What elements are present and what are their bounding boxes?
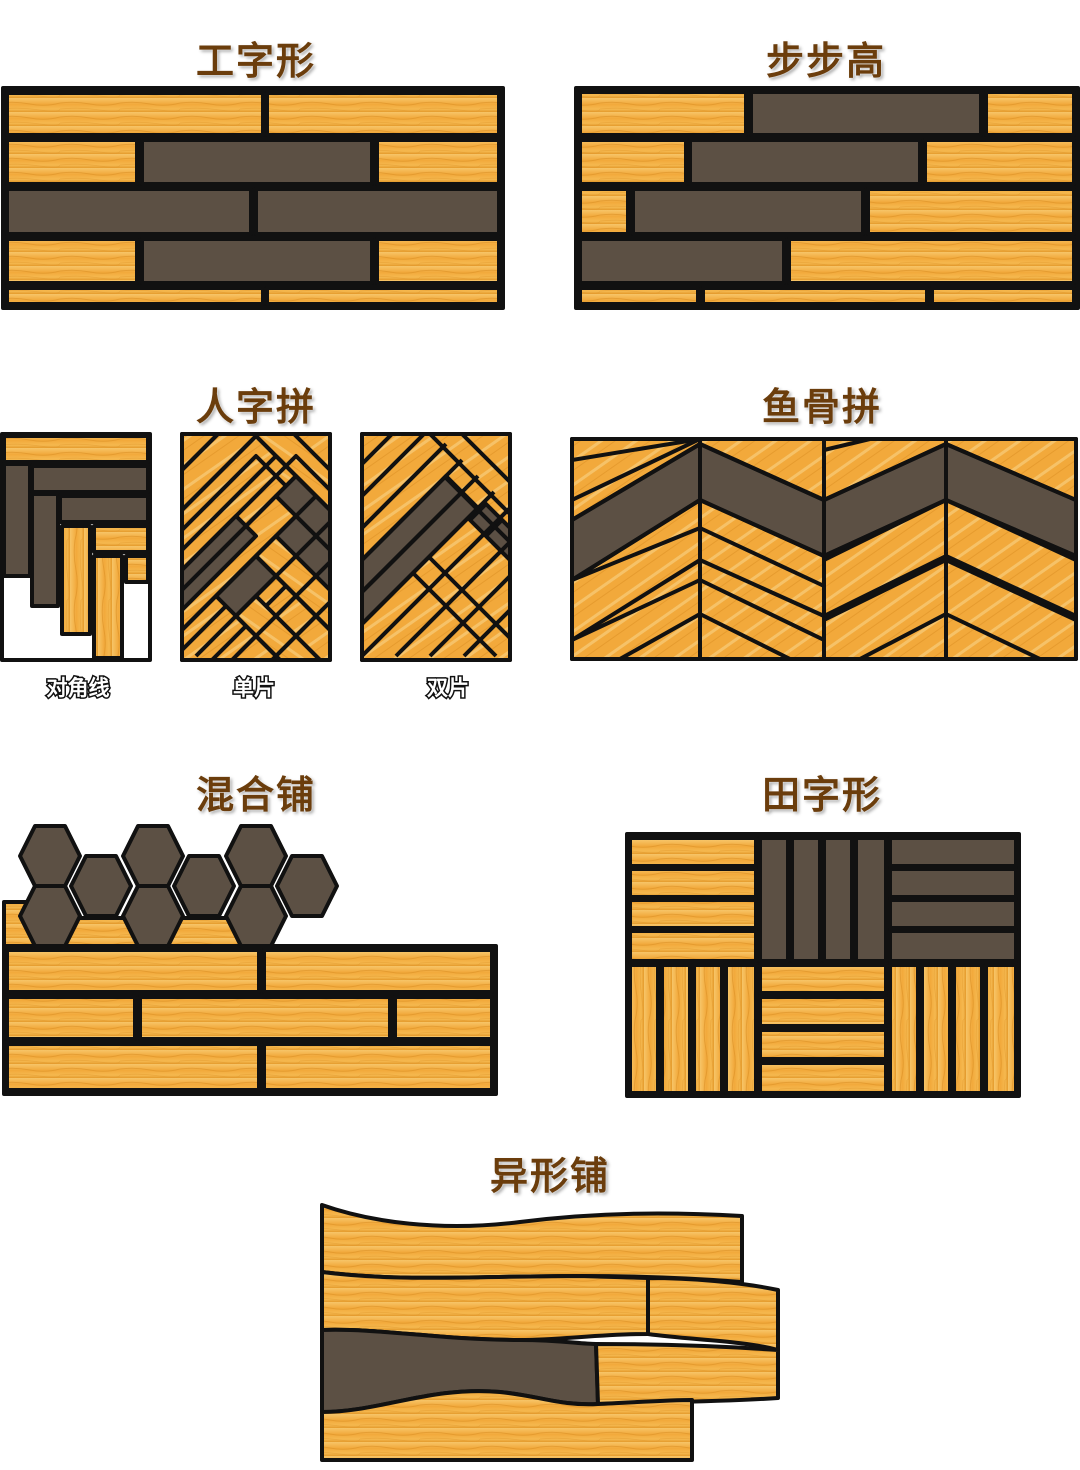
tianzi-tiles (625, 832, 1021, 1098)
label-double: 双片 (426, 675, 471, 702)
title-renzi: 人字拼 (195, 385, 316, 429)
gongzi-tiles (1, 86, 505, 310)
hunhe-tiles (2, 824, 498, 1096)
title-yixing: 异形铺 (489, 1154, 610, 1198)
renzi-diagonal (0, 432, 152, 662)
title-tianzi: 田字形 (761, 773, 882, 817)
title-gongzi: 工字形 (195, 39, 316, 83)
title-hunhe: 混合铺 (195, 773, 316, 817)
title-yugu: 鱼骨拼 (761, 385, 882, 429)
label-single: 单片 (232, 675, 277, 702)
renzi-double (360, 432, 512, 662)
bubugao-tiles (574, 86, 1080, 310)
yixing-tiles (320, 1203, 780, 1462)
title-bubugao: 步步高 (765, 39, 886, 83)
yugu-tiles (570, 437, 1078, 661)
label-diagonal: 对角线 (45, 675, 111, 702)
renzi-single (180, 432, 332, 662)
